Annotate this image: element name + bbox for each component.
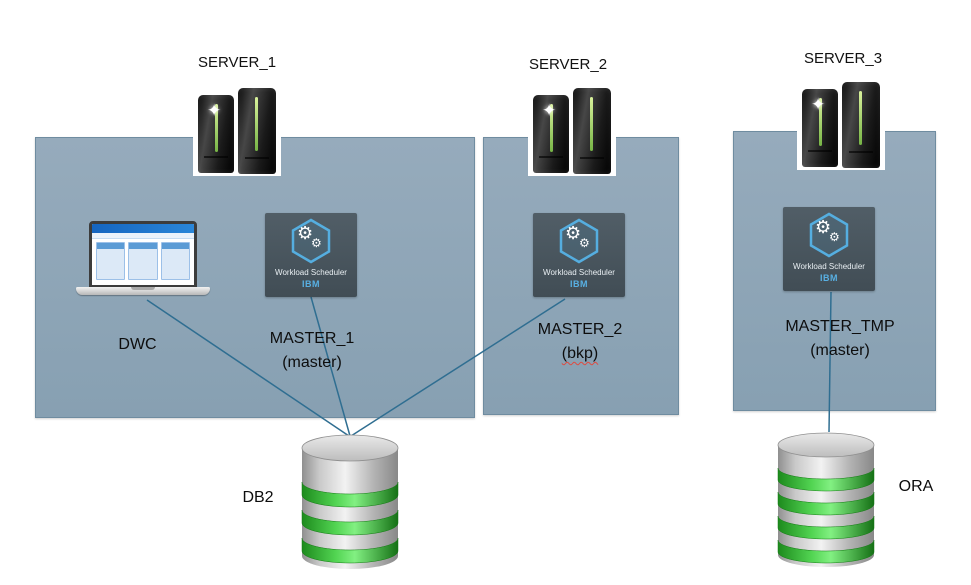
master-tmp-label: MASTER_TMP (master) [768, 315, 912, 363]
server-tower-icon [198, 95, 234, 173]
server1-label: SERVER_1 [197, 54, 277, 71]
server-tower-icon [238, 88, 276, 174]
server-tower-icon [802, 89, 838, 167]
gear-icon: ⚙ [829, 230, 840, 244]
db2-database-icon [300, 432, 400, 572]
master2-label: MASTER_2 (bkp) [520, 318, 640, 366]
master2-name: MASTER_2 [537, 321, 623, 338]
laptop-screen [89, 221, 197, 287]
workload-scheduler-tile: ⚙ ⚙ Workload Scheduler IBM [783, 207, 875, 291]
server-icon: ✦ [797, 78, 885, 170]
server-tower-icon [842, 82, 880, 168]
master1-role: (master) [282, 354, 342, 371]
master1-name: MASTER_1 [269, 330, 355, 347]
laptop-icon [76, 221, 210, 295]
ora-database-icon [776, 430, 876, 567]
server-tower-icon [533, 95, 569, 173]
gear-icon: ⚙ [311, 236, 322, 250]
ora-label: ORA [898, 478, 934, 495]
gear-icon: ⚙ [815, 217, 832, 237]
server3-label: SERVER_3 [803, 50, 883, 67]
hexagon-gears-icon: ⚙ ⚙ [288, 218, 334, 264]
master-tmp-name: MASTER_TMP [785, 318, 895, 335]
tile-product-label: Workload Scheduler [543, 268, 615, 277]
tile-product-label: Workload Scheduler [275, 268, 347, 277]
sparkle-icon: ✦ [207, 101, 222, 120]
db2-label: DB2 [242, 489, 274, 506]
ibm-logo: IBM [820, 273, 838, 283]
master2-role: (bkp) [561, 345, 599, 362]
tile-product-label: Workload Scheduler [793, 262, 865, 271]
laptop-base [76, 287, 210, 295]
hexagon-gears-icon: ⚙ ⚙ [556, 218, 602, 264]
sparkle-icon: ✦ [811, 95, 826, 114]
dwc-label: DWC [118, 336, 157, 353]
server-tower-icon [573, 88, 611, 174]
ibm-logo: IBM [302, 279, 320, 289]
gear-icon: ⚙ [297, 223, 314, 243]
hexagon-gears-icon: ⚙ ⚙ [806, 212, 852, 258]
gear-icon: ⚙ [565, 223, 582, 243]
master-tmp-role: (master) [810, 342, 870, 359]
server-icon: ✦ [193, 84, 281, 176]
workload-scheduler-tile: ⚙ ⚙ Workload Scheduler IBM [265, 213, 357, 297]
workload-scheduler-tile: ⚙ ⚙ Workload Scheduler IBM [533, 213, 625, 297]
sparkle-icon: ✦ [542, 101, 557, 120]
server-icon: ✦ [528, 84, 616, 176]
ibm-logo: IBM [570, 279, 588, 289]
server2-label: SERVER_2 [528, 56, 608, 73]
gear-icon: ⚙ [579, 236, 590, 250]
master1-label: MASTER_1 (master) [252, 327, 372, 375]
